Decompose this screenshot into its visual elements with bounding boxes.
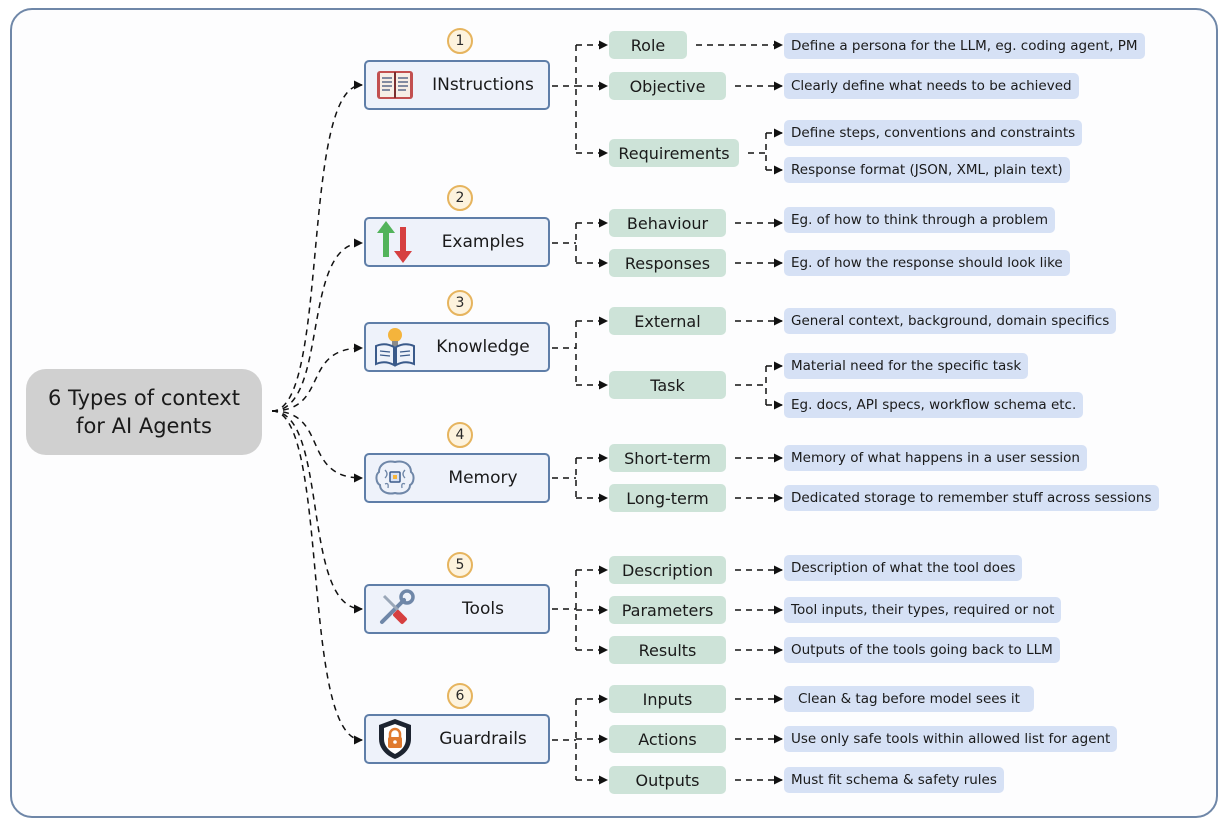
- sub-node-results: Results: [609, 636, 726, 664]
- description-box: Material need for the specific task: [784, 353, 1029, 379]
- category-label: Examples: [441, 232, 525, 252]
- sub-node-external: External: [609, 307, 726, 335]
- category-number-badge: 5: [447, 552, 473, 578]
- category-memory: Memory: [364, 453, 550, 503]
- sub-node-actions: Actions: [609, 725, 726, 753]
- description-box: Eg. of how the response should look like: [784, 250, 1070, 276]
- category-label: Memory: [448, 468, 518, 488]
- sub-node-short-term: Short-term: [609, 444, 726, 472]
- description-box: Clean & tag before model sees it: [784, 686, 1034, 712]
- category-number-badge: 2: [447, 185, 473, 211]
- category-tools: Tools: [364, 584, 550, 634]
- category-label: Guardrails: [439, 729, 527, 749]
- description-box: Description of what the tool does: [784, 555, 1023, 581]
- description-box: Eg. of how to think through a problem: [784, 207, 1056, 233]
- sub-node-long-term: Long-term: [609, 484, 726, 512]
- up-down-arrows-icon: [366, 219, 424, 265]
- sub-node-behaviour: Behaviour: [609, 209, 726, 237]
- sub-node-task: Task: [609, 371, 726, 399]
- root-node-title: 6 Types of context for AI Agents: [26, 369, 262, 455]
- description-box: Must fit schema & safety rules: [784, 767, 1004, 793]
- open-book-lightbulb-icon: [366, 324, 424, 370]
- description-box: Define a persona for the LLM, eg. coding…: [784, 33, 1145, 59]
- category-guardrails: Guardrails: [364, 714, 550, 764]
- brain-chip-icon: [366, 455, 424, 501]
- sub-node-description: Description: [609, 556, 726, 584]
- shield-lock-icon: [366, 716, 424, 762]
- category-number-badge: 6: [447, 683, 473, 709]
- sub-node-role: Role: [609, 31, 687, 59]
- sub-node-responses: Responses: [609, 249, 726, 277]
- category-number-badge: 1: [447, 28, 473, 54]
- description-box: Memory of what happens in a user session: [784, 445, 1087, 471]
- category-label: Tools: [462, 599, 504, 619]
- sub-node-outputs: Outputs: [609, 766, 726, 794]
- category-examples: Examples: [364, 217, 550, 267]
- description-box: Use only safe tools within allowed list …: [784, 726, 1118, 752]
- category-number-badge: 4: [447, 422, 473, 448]
- sub-node-objective: Objective: [609, 72, 726, 100]
- category-label: Knowledge: [436, 337, 530, 357]
- description-box: Eg. docs, API specs, workflow schema etc…: [784, 392, 1084, 418]
- description-box: Outputs of the tools going back to LLM: [784, 637, 1060, 663]
- category-number-badge: 3: [447, 290, 473, 316]
- wrench-screwdriver-icon: [366, 586, 424, 632]
- sub-node-inputs: Inputs: [609, 685, 726, 713]
- description-box: Tool inputs, their types, required or no…: [784, 597, 1062, 623]
- description-box: Dedicated storage to remember stuff acro…: [784, 485, 1159, 511]
- description-box: Clearly define what needs to be achieved: [784, 73, 1079, 99]
- book-icon: [366, 62, 424, 108]
- description-box: Define steps, conventions and constraint…: [784, 120, 1083, 146]
- category-instructions: INstructions: [364, 60, 550, 110]
- category-knowledge: Knowledge: [364, 322, 550, 372]
- description-box: Response format (JSON, XML, plain text): [784, 157, 1070, 183]
- sub-node-parameters: Parameters: [609, 596, 726, 624]
- description-box: General context, background, domain spec…: [784, 308, 1117, 334]
- category-label: INstructions: [432, 75, 534, 95]
- sub-node-requirements: Requirements: [609, 139, 739, 167]
